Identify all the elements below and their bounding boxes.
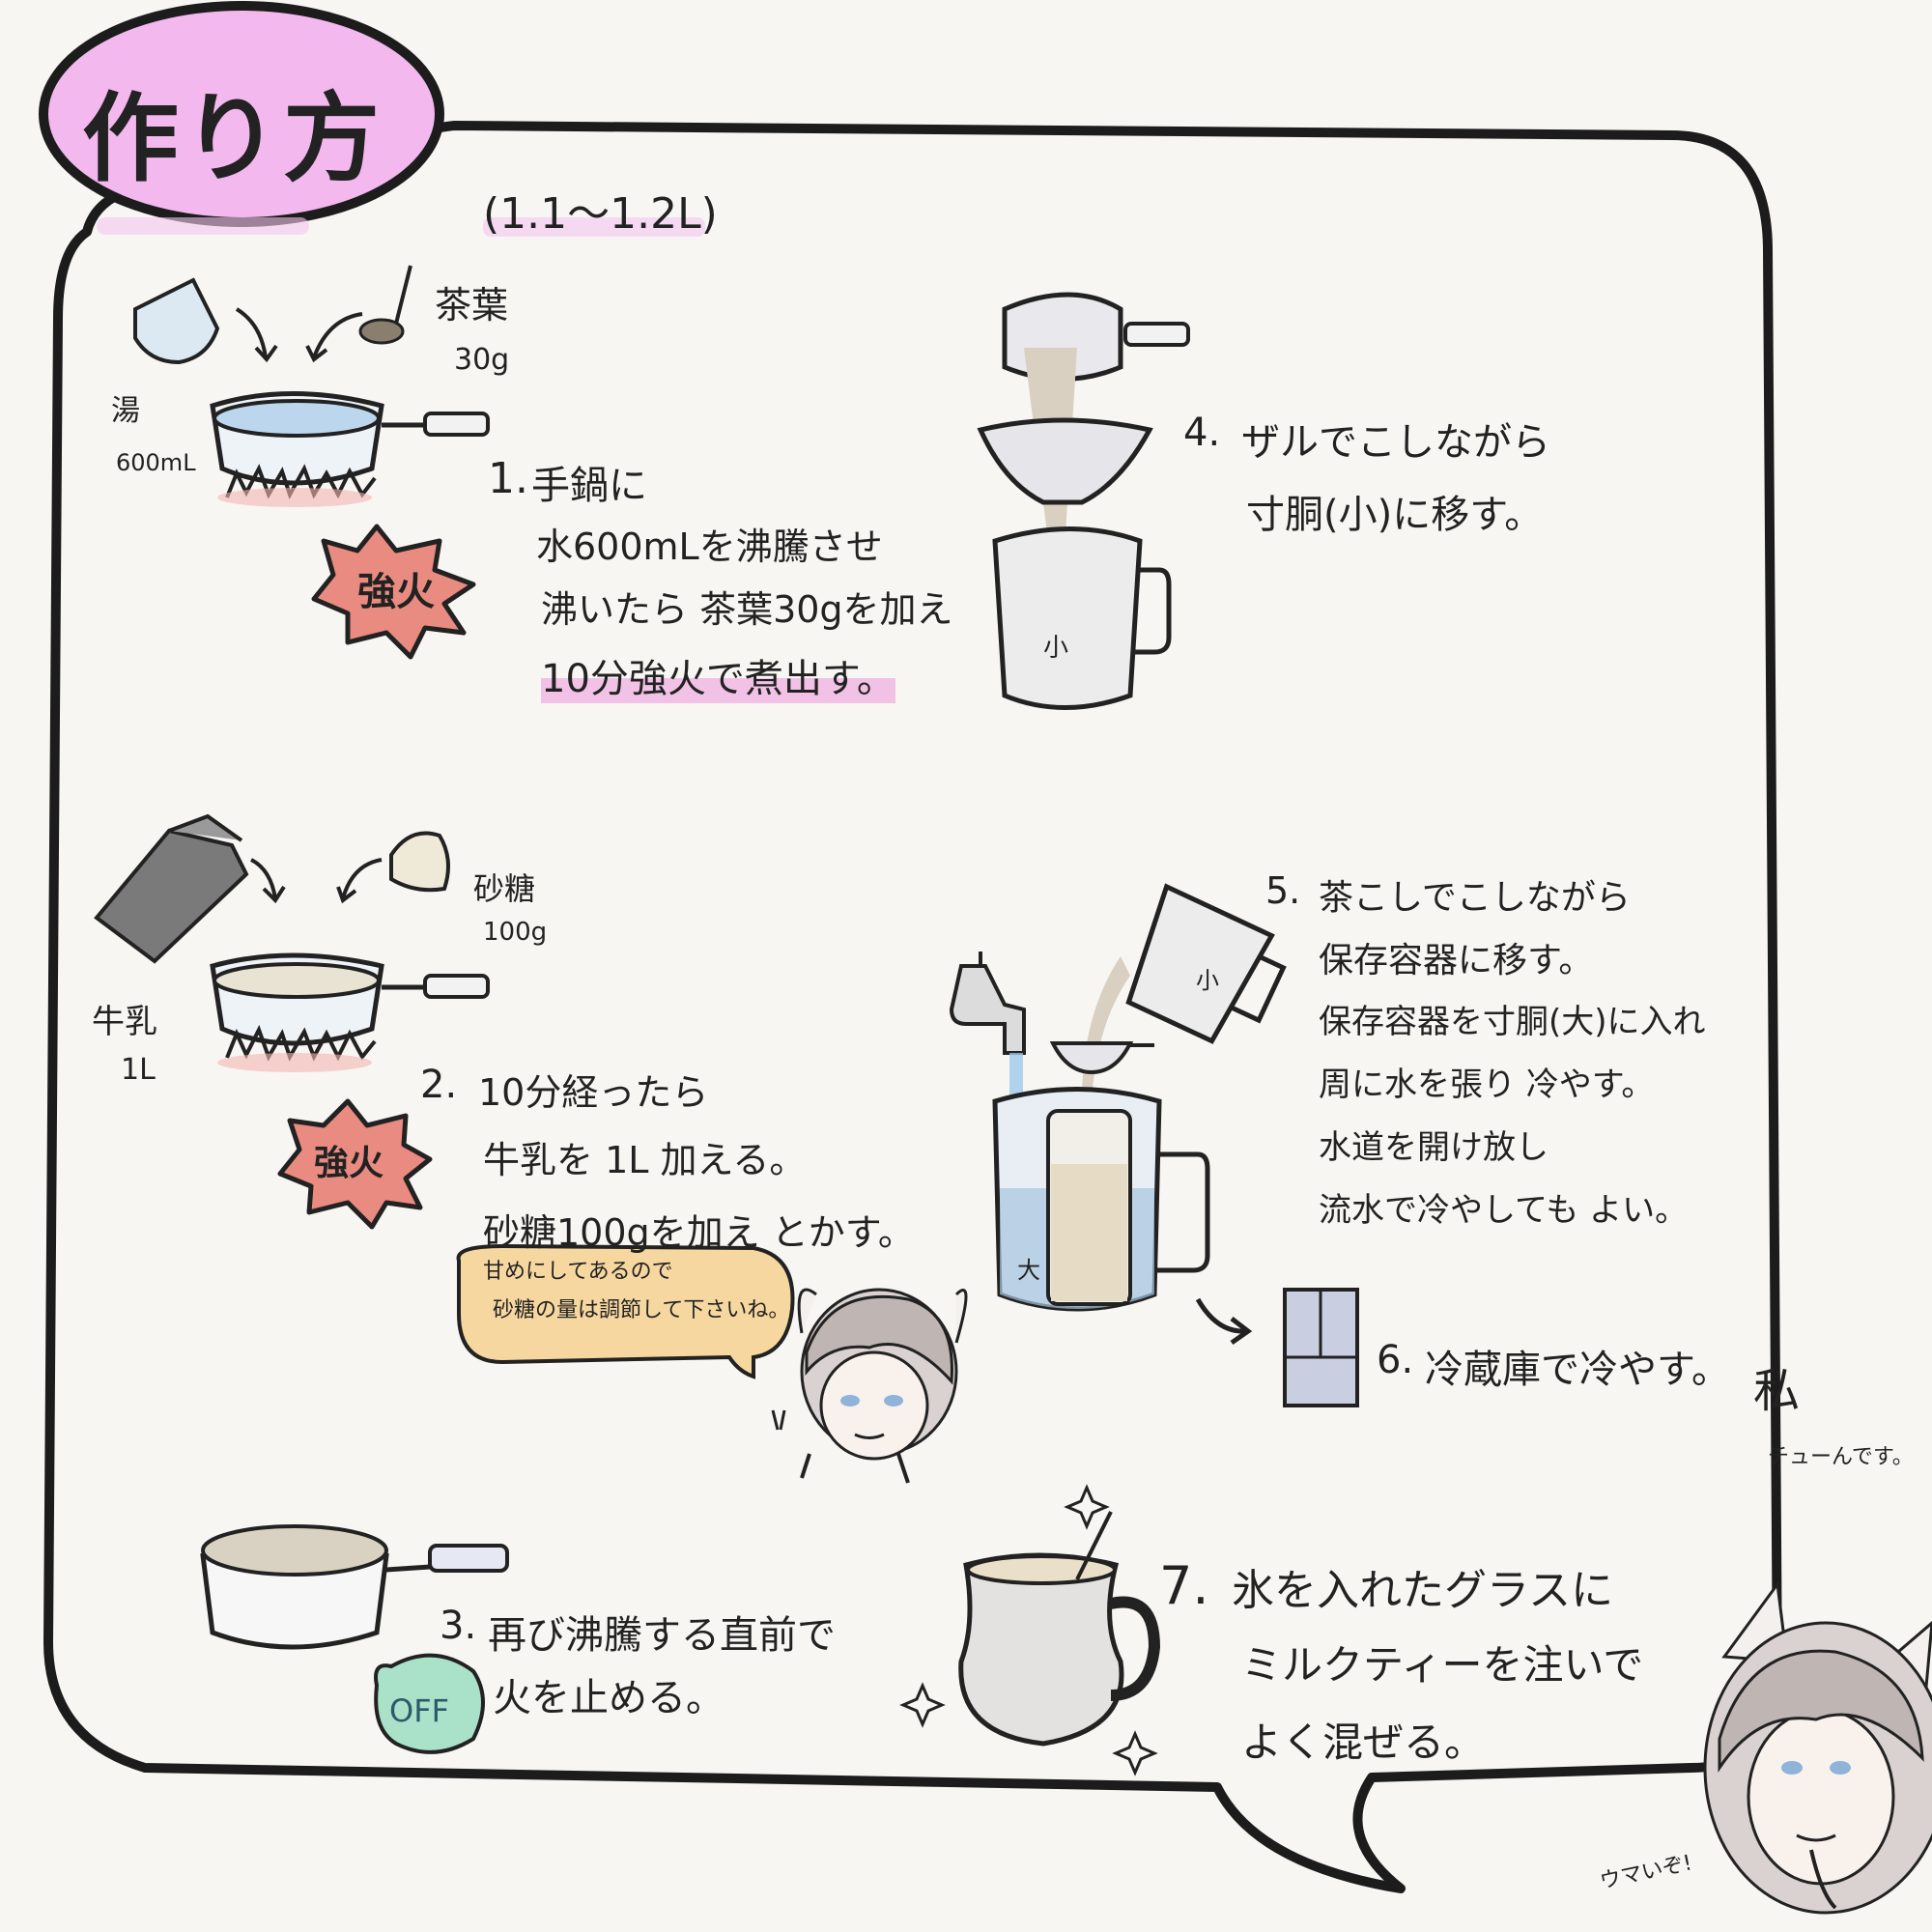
yield-amount: (1.1〜1.2L) <box>483 189 718 239</box>
author-label: 私 <box>1753 1364 1801 1418</box>
author-character <box>1703 1580 1932 1915</box>
step1-label-water-amount: 600mL <box>116 449 196 476</box>
page-title: 作り方 <box>82 82 384 195</box>
step1-label-tea-amount: 30g <box>454 343 510 377</box>
step5-line-2: 保存容器に移す。 <box>1319 941 1594 980</box>
step5-line-5: 水道を開け放し <box>1319 1128 1548 1167</box>
step7-line-1: 氷を入れたグラスに <box>1232 1566 1614 1615</box>
step6-number: 6. <box>1377 1338 1414 1382</box>
step6-line-1: 冷蔵庫で冷やす。 <box>1425 1348 1730 1392</box>
step5-number: 5. <box>1265 869 1301 912</box>
step3-off-badge: OFF <box>389 1692 449 1729</box>
step3-illustration <box>200 1524 509 1754</box>
step7-line-2: ミルクティーを注いで <box>1241 1641 1644 1689</box>
author-name: チューんです。 <box>1768 1445 1914 1469</box>
step2-line-1: 10分経ったら <box>478 1071 709 1114</box>
step1-line-3: 沸いたら 茶葉30gを加え <box>541 588 953 631</box>
step2-label-sugar-amount: 100g <box>483 918 548 947</box>
step5-line-6: 流水で冷やしても よい。 <box>1319 1191 1689 1230</box>
step4-number: 4. <box>1183 411 1221 455</box>
step2-note-line-1: 甘めにしてあるので <box>483 1260 673 1284</box>
step5-pitcher-label: 小 <box>1196 967 1219 994</box>
step3-line-2: 火を止める。 <box>493 1676 724 1720</box>
step1-line-1: 手鍋に <box>531 464 647 508</box>
step2-illustration <box>94 813 968 1484</box>
step2-label-milk: 牛乳 <box>92 1003 157 1041</box>
step7-number: 7. <box>1159 1555 1209 1616</box>
step5-line-1: 茶こしでこしながら <box>1319 878 1631 918</box>
step4-line-1: ザルでこしながら <box>1241 420 1550 465</box>
step1-label-tea: 茶葉 <box>435 284 509 327</box>
step4-pot-label: 小 <box>1043 634 1069 663</box>
step5-line-3: 保存容器を寸胴(大)に入れ <box>1319 1003 1706 1041</box>
small-character <box>771 1288 968 1484</box>
step1-line-2: 水600mLを沸騰させ <box>536 526 883 568</box>
step4-line-2: 寸胴(小)に移す。 <box>1246 493 1544 537</box>
step2-number: 2. <box>420 1063 458 1107</box>
step2-line-2: 牛乳を 1L 加える。 <box>483 1139 807 1181</box>
step3-line-1: 再び沸騰する直前で <box>488 1613 836 1658</box>
step2-heat-badge: 強火 <box>314 1144 384 1183</box>
step5-tank-label: 大 <box>1017 1257 1040 1284</box>
step1-line-4: 10分強火で煮出す。 <box>541 647 895 703</box>
step6-fridge <box>1283 1288 1359 1407</box>
step5-illustration <box>949 883 1287 1346</box>
step7-line-3: よく混ぜる。 <box>1241 1719 1486 1766</box>
step2-note-line-2: 砂糖の量は調節して下さいね。 <box>493 1298 790 1322</box>
step3-number: 3. <box>440 1604 477 1648</box>
step4-illustration <box>977 292 1190 710</box>
step1-label-water: 湯 <box>111 394 140 428</box>
step5-line-4: 周に水を張り 冷やす。 <box>1319 1065 1655 1104</box>
step2-label-milk-amount: 1L <box>121 1053 156 1087</box>
step1-heat-badge: 強火 <box>357 570 435 614</box>
step1-illustration <box>133 265 490 660</box>
step2-label-sugar: 砂糖 <box>473 870 536 907</box>
step2-line-3: 砂糖100gを加え とかす。 <box>483 1211 915 1254</box>
step7-cup <box>899 1484 1161 1776</box>
step1-number: 1. <box>488 454 528 503</box>
